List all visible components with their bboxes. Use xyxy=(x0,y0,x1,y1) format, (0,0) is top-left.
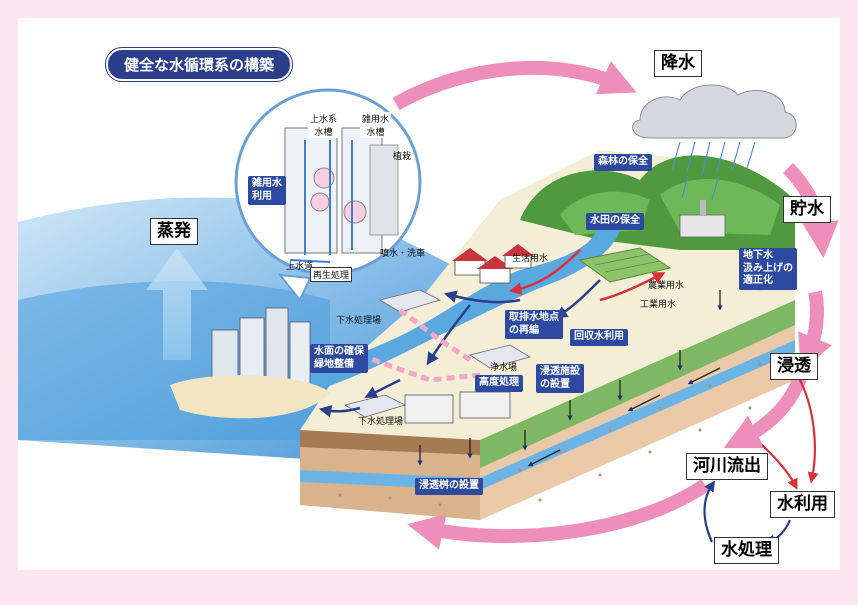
label-domestic-water: 生活用水 xyxy=(512,254,549,264)
storage-box: 貯水 xyxy=(783,196,831,223)
label-potable-tank: 上水系 水槽 xyxy=(308,112,340,138)
label-fountain-carwash: 噴水・洗車 xyxy=(380,249,426,259)
water-purification-plant xyxy=(469,344,532,369)
evaporation-box: 蒸発 xyxy=(150,218,198,245)
arrow-infiltration-to-use xyxy=(799,379,819,484)
label-sewage-plant-2: 下水処理場 xyxy=(358,417,404,427)
label-groundwater-pumping: 地下水 汲み上げの 適正化 xyxy=(739,248,797,290)
label-industrial-water: 工業用水 xyxy=(640,300,677,310)
paddy-field xyxy=(578,247,672,283)
label-forest-conservation: 森林の保全 xyxy=(594,154,652,171)
water-treatment-box: 水処理 xyxy=(714,537,779,564)
water-use-box: 水利用 xyxy=(770,491,835,518)
arrow-to-river-runoff xyxy=(723,375,807,449)
infiltration-box: 浸透 xyxy=(770,353,818,380)
arrow-treatment-to-runoff xyxy=(703,480,716,543)
label-water-supply: 上水道 xyxy=(286,262,314,272)
building-water-inset xyxy=(234,88,422,302)
river xyxy=(300,225,620,395)
page-title: 健全な水循環系の構築 xyxy=(106,48,293,81)
arrow-to-infiltration xyxy=(798,290,832,372)
label-purification-plant: 浄水場 xyxy=(490,363,518,373)
label-recovered-water-use: 回収水利用 xyxy=(570,329,628,346)
label-planting: 植栽 xyxy=(393,152,412,162)
precipitation-box: 降水 xyxy=(654,50,702,77)
label-sewage-plant-1: 下水処理場 xyxy=(336,316,382,326)
label-gray-water-use: 雑用水 利用 xyxy=(248,176,286,205)
river-runoff-box: 河川流出 xyxy=(686,453,768,480)
evaporation-arrow xyxy=(146,248,208,360)
arrow-runoff-to-use xyxy=(761,444,798,490)
arrow-to-sea xyxy=(407,479,709,550)
label-advanced-treatment: 高度処理 xyxy=(475,375,523,392)
coast xyxy=(170,375,330,419)
sewage-plant-1 xyxy=(378,289,442,313)
label-regeneration: 再生処理 xyxy=(310,267,353,282)
label-water-surface-greenery: 水面の確保 緑地整備 xyxy=(310,344,368,373)
label-infiltration-facility: 浸透施設 の設置 xyxy=(536,364,584,393)
label-agricultural-water: 農業用水 xyxy=(648,281,685,291)
city-buildings xyxy=(211,307,311,387)
label-intake-outfall-reorganization: 取排水地点 の再編 xyxy=(505,310,563,339)
rain-cloud xyxy=(632,84,797,201)
arrow-to-precipitation xyxy=(392,60,637,111)
label-paddy-conservation: 水田の保全 xyxy=(586,213,644,230)
label-gray-water-tank: 雑用水 水槽 xyxy=(360,112,392,138)
houses xyxy=(452,244,534,284)
label-infiltration-basin: 浸透桝の設置 xyxy=(415,478,483,495)
